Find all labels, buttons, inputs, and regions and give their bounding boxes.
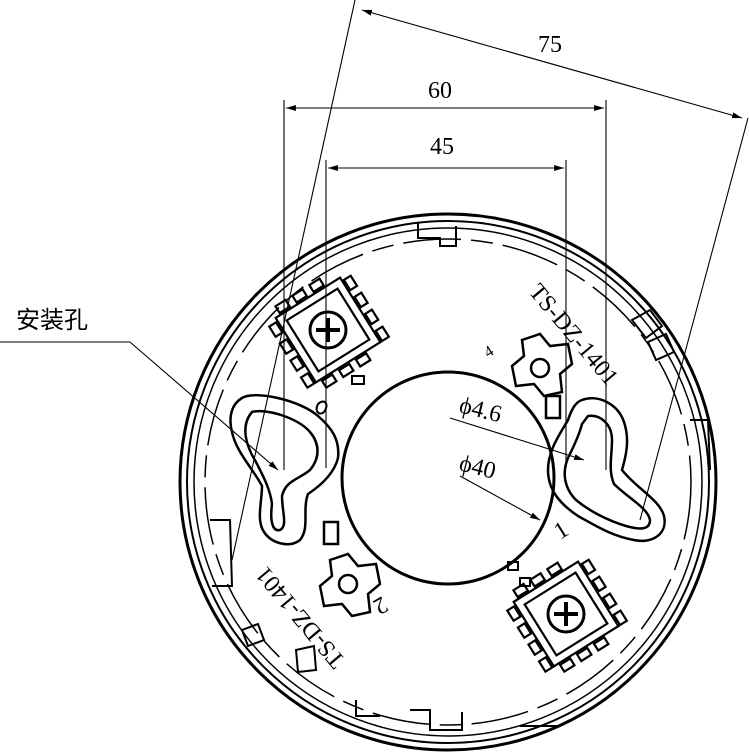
dimension-hole-dia (449, 417, 585, 461)
dimension-45-label: 45 (430, 134, 454, 160)
dimension-75 (231, 0, 749, 561)
terminal-screw-lower-right (505, 558, 629, 674)
dimension-60-label: 60 (428, 78, 452, 104)
model-label-bottom: TS-DZ-1401 (251, 561, 351, 673)
mounting-hole-leader (0, 341, 279, 471)
base-outline (178, 212, 718, 752)
dimension-center-dia (459, 475, 541, 521)
terminal-mark-2: 2 (369, 591, 392, 620)
mounting-hole-left (229, 394, 340, 546)
dimension-60 (283, 100, 607, 470)
terminal-mark-1: 1 (549, 517, 573, 545)
dimension-45 (325, 160, 567, 468)
terminal-screw-upper-left (267, 274, 391, 390)
contact-clip-lower (318, 520, 382, 618)
mounting-hole-label: 安装孔 (16, 306, 88, 334)
terminal-mark-4: 4 (481, 343, 497, 362)
contact-clip-upper (510, 332, 574, 420)
mounting-hole-right (546, 397, 666, 543)
center-hole (340, 370, 556, 586)
dimension-center-dia-label: ϕ40 (457, 451, 499, 485)
dimension-75-label: 75 (538, 32, 562, 58)
rim-clips (210, 222, 711, 731)
small-marks (315, 375, 531, 587)
